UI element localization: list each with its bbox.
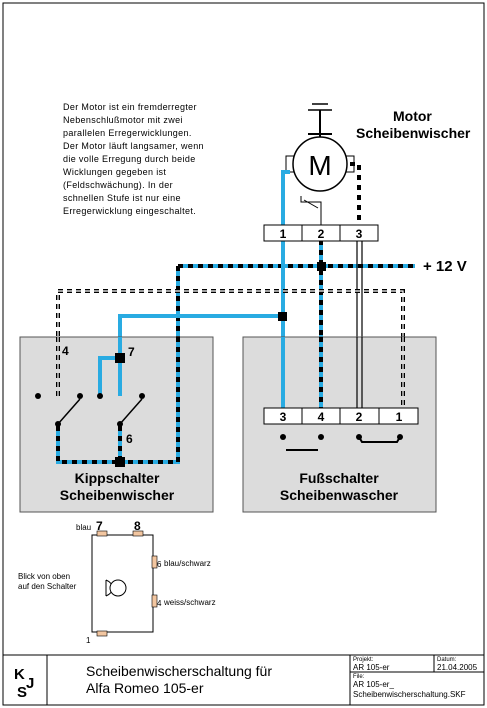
- motor-terminal-1: 1: [280, 227, 287, 241]
- description-line-8: schnellen Stufe ist nur eine: [63, 193, 181, 203]
- pin6-label: 6: [157, 560, 162, 569]
- description-text: Der Motor ist ein fremderregter Nebensch…: [63, 102, 204, 216]
- fuss-terminal-4: 4: [318, 410, 325, 424]
- datum-value: 21.04.2005: [437, 663, 478, 672]
- motor-title-2: Scheibenwischer: [356, 125, 471, 141]
- pin7-label: 7: [96, 519, 103, 533]
- drawing-title-1: Scheibenwischerschaltung für: [86, 663, 272, 679]
- switch-top-view: [91, 530, 158, 637]
- projekt-value: AR 105-er: [353, 663, 390, 672]
- junction-node-bus: [317, 262, 326, 271]
- view-label-2: auf den Schalter: [18, 582, 77, 591]
- kippschalter-term-7: 7: [128, 345, 135, 359]
- description-line-6: Wicklungen gegeben ist: [63, 167, 166, 177]
- supply-label: + 12 V: [423, 258, 467, 275]
- description-line-7: (Feldschwächung). In der: [63, 180, 173, 190]
- pin4-label: 4: [157, 599, 162, 608]
- pin8-label: 8: [134, 519, 141, 533]
- motor-label-m: M: [308, 150, 331, 181]
- fussschalter-terminal-block: 3 4 2 1: [263, 407, 419, 425]
- fussschalter-title-1: Fußschalter: [299, 470, 379, 486]
- file-value-1: AR 105-er_: [353, 680, 394, 689]
- description-line-1: Der Motor ist ein fremderregter: [63, 102, 197, 112]
- junction-node-terminal1: [278, 312, 287, 321]
- title-block: [2, 654, 485, 706]
- motor-terminal-block: 1 2 3: [263, 224, 379, 242]
- fussschalter-wiring: [280, 337, 405, 451]
- file-label: File:: [353, 674, 365, 680]
- fuss-terminal-3: 3: [280, 410, 287, 424]
- fuss-terminal-2: 2: [356, 410, 363, 424]
- logo-k: K: [14, 666, 25, 683]
- pin1-label: 1: [86, 636, 91, 645]
- kippschalter-term-4: 4: [62, 344, 69, 358]
- datum-label: Datum:: [437, 657, 457, 663]
- file-value-2: Scheibenwischerschaltung.SKF: [353, 690, 466, 699]
- fuss-terminal-1: 1: [396, 410, 403, 424]
- kippschalter-wiring: [35, 337, 180, 467]
- description-line-2: Nebenschlußmotor mit zwei: [63, 115, 183, 125]
- motor-terminal-2: 2: [318, 227, 325, 241]
- logo-s: S: [17, 684, 27, 701]
- view-label-1: Blick von oben: [18, 572, 70, 581]
- motor-terminal-3: 3: [356, 227, 363, 241]
- drawing-title-2: Alfa Romeo 105-er: [86, 680, 204, 696]
- description-line-5: die volle Erregung durch beide: [63, 154, 196, 164]
- pin6-color-label: blau/schwarz: [164, 559, 211, 568]
- motor-title-1: Motor: [393, 108, 432, 124]
- kippschalter-term-6: 6: [126, 432, 133, 446]
- description-line-3: parallelen Erregerwicklungen.: [63, 128, 192, 138]
- projekt-label: Projekt:: [353, 657, 374, 663]
- description-line-4: Der Motor läuft langsamer, wenn: [63, 141, 204, 151]
- pin7-color-label: blau: [76, 523, 91, 532]
- kippschalter-title-2: Scheibenwischer: [60, 487, 175, 503]
- fussschalter-title-2: Scheibenwascher: [280, 487, 399, 503]
- description-line-9: Erregerwicklung eingeschaltet.: [63, 206, 196, 216]
- kippschalter-title-1: Kippschalter: [75, 470, 160, 486]
- pin4-color-label: weiss/schwarz: [163, 598, 216, 607]
- logo-j: J: [26, 675, 34, 692]
- kippschalter-box: [19, 336, 214, 513]
